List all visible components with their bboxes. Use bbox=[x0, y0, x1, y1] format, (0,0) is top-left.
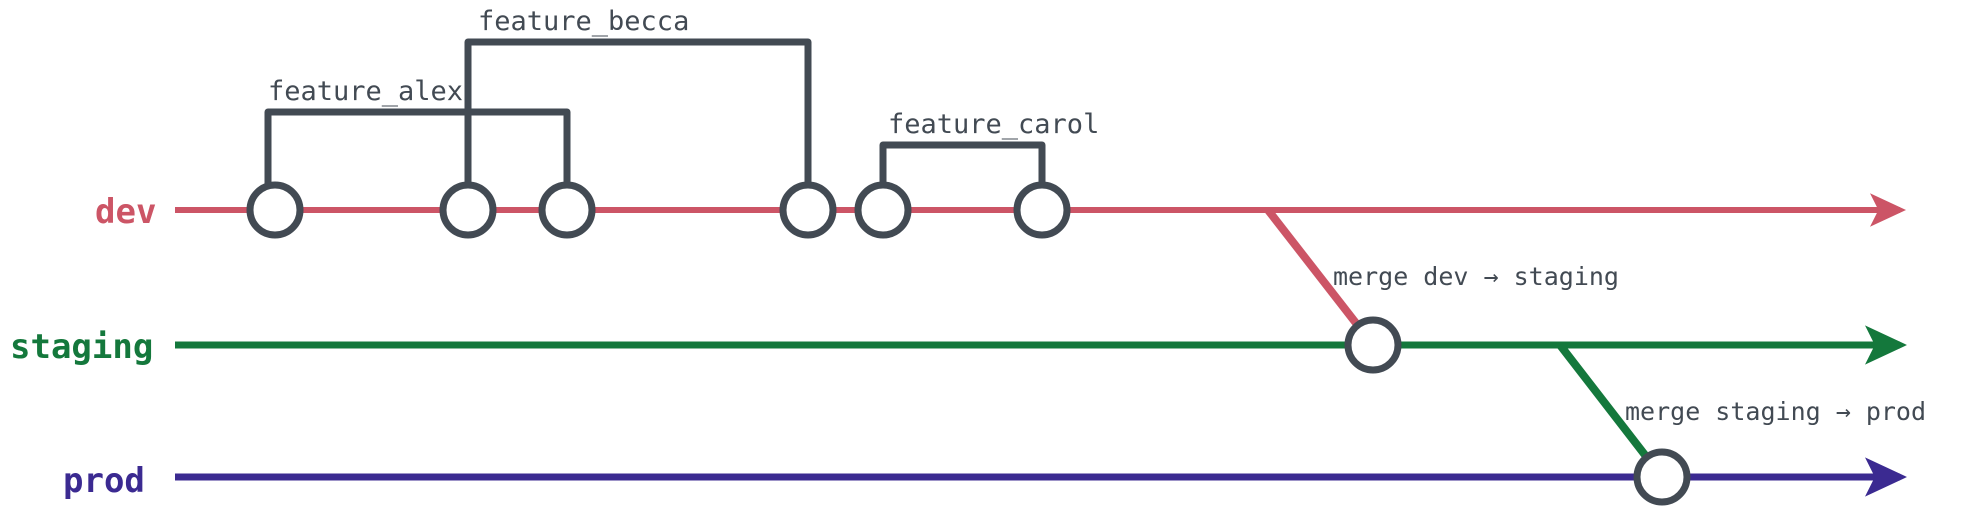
feature-brackets bbox=[264, 38, 1046, 194]
branch-label-dev[interactable]: dev bbox=[95, 192, 156, 232]
commit-node-dev-4[interactable] bbox=[854, 181, 912, 239]
feature-label-feature_becca[interactable]: feature_becca bbox=[478, 6, 689, 37]
merge-label-merge-dev-staging[interactable]: merge dev → staging bbox=[1333, 262, 1619, 291]
commit-node-dev-0[interactable] bbox=[246, 181, 304, 239]
branch-label-prod[interactable]: prod bbox=[63, 461, 145, 501]
text-labels: dev staging prod feature_alex feature_beccaf… bbox=[10, 6, 1926, 501]
branch-lanes bbox=[175, 193, 1908, 497]
feature-label-feature_carol[interactable]: feature_carol bbox=[888, 109, 1099, 140]
feature-bracket-feature_carol bbox=[879, 141, 1046, 194]
commit-node-dev-3[interactable] bbox=[779, 181, 837, 239]
feature-bracket-feature_becca bbox=[464, 38, 812, 194]
commit-node-prod-0[interactable] bbox=[1633, 448, 1691, 506]
feature-label-feature_alex[interactable]: feature_alex bbox=[268, 76, 463, 107]
commit-node-dev-1[interactable] bbox=[439, 181, 497, 239]
merge-edge-merge-dev-staging bbox=[1264, 207, 1377, 348]
branch-label-staging[interactable]: staging bbox=[10, 327, 153, 367]
feature-bracket-feature_alex bbox=[264, 108, 571, 194]
commit-node-dev-5[interactable] bbox=[1013, 181, 1071, 239]
commit-nodes bbox=[246, 181, 1691, 506]
merge-label-merge-staging-prod[interactable]: merge staging → prod bbox=[1625, 397, 1926, 426]
commit-node-staging-0[interactable] bbox=[1344, 316, 1402, 374]
commit-node-dev-2[interactable] bbox=[538, 181, 596, 239]
